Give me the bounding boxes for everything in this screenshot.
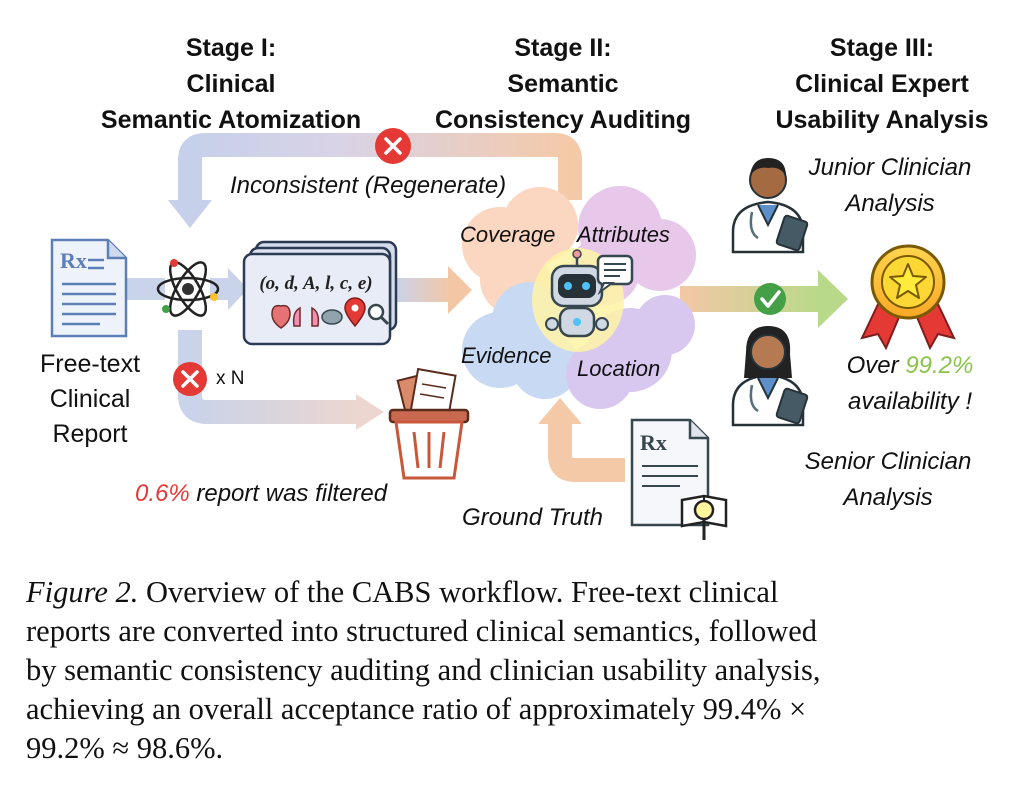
stage-3-line2: Clinical Expert bbox=[795, 70, 969, 98]
retry-x-icon bbox=[173, 362, 207, 396]
stage-2-line2: Semantic bbox=[507, 70, 619, 98]
book-magnifier-icon bbox=[680, 494, 728, 540]
accepted-check-icon bbox=[754, 283, 786, 315]
stage-1-header: Stage I: Clinical Semantic Atomization bbox=[61, 30, 401, 138]
ground-truth-arrow bbox=[538, 398, 625, 482]
figure-number: Figure 2. bbox=[26, 575, 139, 609]
caption-line1: Overview of the CABS workflow. Free-text… bbox=[138, 575, 779, 609]
junior-clinician-label: Junior Clinician Analysis bbox=[790, 150, 990, 222]
regenerate-label: Inconsistent (Regenerate) bbox=[230, 172, 507, 199]
stage-1-line2: Clinical bbox=[186, 70, 276, 98]
availability-label: Over 99.2% availability ! bbox=[820, 348, 1000, 420]
figure-caption: Figure 2. Overview of the CABS workflow.… bbox=[26, 573, 1006, 768]
availability-over: Over bbox=[846, 352, 906, 379]
senior-clinician-icon bbox=[731, 326, 809, 427]
filtered-label: 0.6% report was filtered bbox=[135, 480, 387, 508]
stage-2-line3: Consistency Auditing bbox=[434, 106, 692, 134]
clinical-report-icon: Rx bbox=[50, 238, 128, 338]
robot-auditor-icon bbox=[532, 248, 634, 352]
availability-percent: 99.2% bbox=[905, 352, 974, 379]
stage-1-line1: Stage I: bbox=[185, 34, 277, 62]
retry-count-label: x N bbox=[216, 368, 245, 389]
senior-line1: Senior Clinician bbox=[804, 448, 972, 475]
evidence-label: Evidence bbox=[461, 343, 552, 368]
stage-3-line3: Usability Analysis bbox=[775, 106, 989, 134]
stage-1-line3: Semantic Atomization bbox=[100, 106, 362, 134]
caption-line3: by semantic consistency auditing and cli… bbox=[26, 653, 821, 687]
ground-truth-label: Ground Truth bbox=[462, 504, 603, 531]
senior-clinician-label: Senior Clinician Analysis bbox=[788, 444, 988, 516]
semantic-glyph-icons bbox=[271, 297, 390, 329]
availability-line2: availability ! bbox=[847, 388, 973, 415]
stage-3-header: Stage III: Clinical Expert Usability Ana… bbox=[712, 30, 1032, 138]
lungs-icon bbox=[292, 306, 320, 327]
input-arrow bbox=[125, 278, 165, 300]
junior-line2: Analysis bbox=[845, 190, 935, 217]
junior-line1: Junior Clinician bbox=[808, 154, 972, 181]
svg-text:Rx: Rx bbox=[640, 430, 667, 455]
magnifier-icon bbox=[367, 303, 390, 326]
workflow-diagram: Rx (o, d, A, l, c, e) bbox=[50, 128, 956, 540]
input-line1: Free-text bbox=[39, 350, 141, 378]
caption-line2: reports are converted into structured cl… bbox=[26, 614, 818, 648]
trash-bin-icon bbox=[388, 367, 470, 480]
caption-line5: 99.2% ≈ 98.6%. bbox=[26, 731, 224, 765]
speech-bubble-icon bbox=[596, 254, 634, 296]
senior-line2: Analysis bbox=[843, 484, 933, 511]
location-label: Location bbox=[577, 356, 661, 381]
filtered-percent: 0.6% bbox=[135, 480, 190, 507]
stage-2-header: Stage II: Semantic Consistency Auditing bbox=[393, 30, 733, 138]
stage-2-line1: Stage II: bbox=[514, 34, 612, 62]
input-line3: Report bbox=[52, 420, 128, 448]
svg-text:Rx: Rx bbox=[60, 248, 87, 273]
location-pin-icon bbox=[344, 297, 366, 328]
filtered-text: report was filtered bbox=[189, 480, 388, 507]
input-line2: Clinical bbox=[49, 385, 131, 413]
audit-to-expert-arrow bbox=[680, 270, 848, 328]
award-medal-icon bbox=[860, 244, 956, 351]
ground-truth-document-icon: Rx bbox=[630, 418, 728, 540]
attributes-label: Attributes bbox=[577, 222, 670, 247]
junior-clinician-icon bbox=[731, 158, 809, 254]
organ-icon bbox=[321, 309, 343, 325]
coverage-label: Coverage bbox=[460, 222, 556, 247]
caption-line4: achieving an overall acceptance ratio of… bbox=[26, 692, 807, 726]
tuple-label: (o, d, A, l, c, e) bbox=[259, 273, 372, 294]
heart-icon bbox=[271, 304, 291, 329]
inconsistent-x-icon bbox=[375, 128, 411, 164]
cards-to-audit-arrow bbox=[395, 266, 472, 314]
stage-3-line1: Stage III: bbox=[829, 34, 935, 62]
input-report-label: Free-text Clinical Report bbox=[20, 347, 160, 452]
atom-icon bbox=[156, 259, 220, 317]
